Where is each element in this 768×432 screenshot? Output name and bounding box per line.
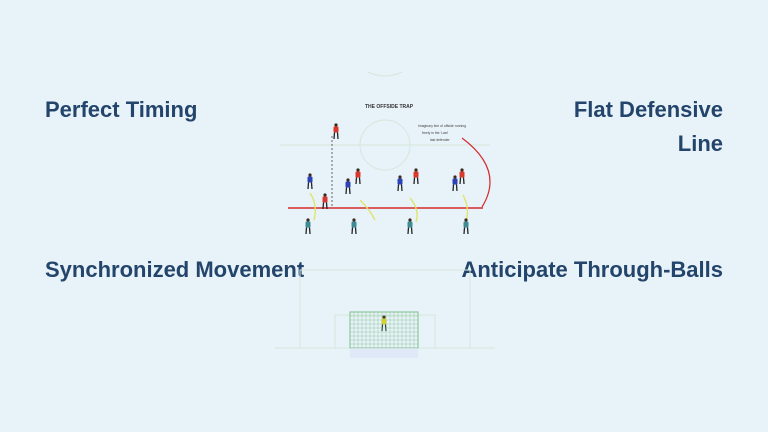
- diagram-title: THE OFFSIDE TRAP: [365, 104, 414, 110]
- center-circle-top-arc: [367, 71, 403, 77]
- player-attackers: [333, 123, 339, 140]
- player-defenders_blue: [345, 178, 351, 195]
- label-anticipate-through-balls: Anticipate Through-Balls: [461, 257, 723, 282]
- run-arc: [409, 197, 418, 223]
- goal: [349, 311, 419, 358]
- player-attackers: [459, 168, 465, 185]
- player-defenders_teal: [351, 218, 357, 235]
- annotation-line-1: Imaginary line of offside running: [418, 124, 466, 128]
- player-defenders_blue: [307, 173, 313, 190]
- offside-trap-diagram: THE OFFSIDE TRAP Imaginary line of offsi…: [275, 71, 495, 358]
- annotation: Imaginary line of offside running freely…: [418, 124, 466, 142]
- player-attackers: [322, 193, 328, 210]
- penalty-area: [299, 269, 471, 349]
- player-attackers: [355, 168, 361, 185]
- player-defenders_teal: [463, 218, 469, 235]
- goal-mouth: [350, 348, 418, 358]
- player-attackers: [413, 168, 419, 185]
- players: [305, 123, 469, 332]
- annotation-line-3: last defender: [430, 138, 450, 142]
- run-arc: [309, 192, 317, 221]
- player-defenders_blue: [452, 175, 458, 192]
- label-flat-defensive-line: Flat Defensive Line: [573, 97, 723, 156]
- annotation-line-2: freely in the 'Last': [422, 131, 449, 135]
- center-circle: [359, 119, 411, 171]
- player-goalkeeper: [381, 315, 387, 332]
- pitch-markings: [275, 71, 495, 349]
- player-defenders_teal: [407, 218, 413, 235]
- player-defenders_blue: [397, 175, 403, 192]
- annotation-arrow: [461, 137, 491, 208]
- goal-net-grid: [350, 312, 418, 348]
- label-synchronized-movement: Synchronized Movement: [45, 257, 305, 282]
- run-arc: [359, 199, 376, 221]
- label-perfect-timing: Perfect Timing: [45, 97, 198, 122]
- player-defenders_teal: [305, 218, 311, 235]
